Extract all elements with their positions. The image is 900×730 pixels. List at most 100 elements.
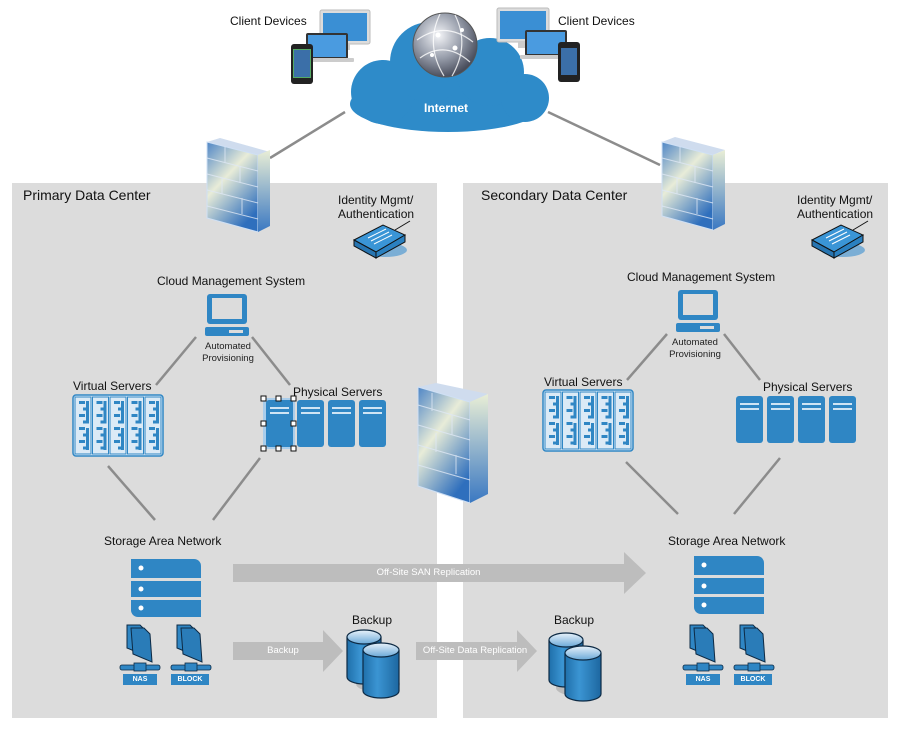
blade-slot xyxy=(619,396,625,399)
cms-to-physical-line-secondary xyxy=(723,333,761,381)
identity-label-primary-line1: Identity Mgmt/ xyxy=(338,193,414,207)
selection-handles xyxy=(260,395,297,452)
blade-slot xyxy=(549,396,555,399)
cms-label-secondary: Cloud Management System xyxy=(627,270,776,284)
blade-slot xyxy=(619,409,625,412)
blade-rail xyxy=(626,396,629,418)
nas-tag-secondary: NAS xyxy=(686,674,720,685)
server-slot xyxy=(270,407,289,409)
physical-server-unit xyxy=(266,400,293,447)
server-slot xyxy=(301,412,320,414)
blade-slot xyxy=(584,422,590,425)
blade-rail xyxy=(138,428,142,450)
blade-slot xyxy=(584,409,590,412)
firewall-primary-icon xyxy=(206,138,270,233)
cms-to-virtual-line-primary xyxy=(155,336,197,386)
physical-to-san-line-secondary xyxy=(733,457,781,515)
server-slot xyxy=(301,407,320,409)
blade-slot xyxy=(619,422,625,425)
physical-server-unit xyxy=(359,400,386,447)
backup-cylinders-primary-icon xyxy=(346,629,400,699)
san-label-primary: Storage Area Network xyxy=(104,534,222,548)
secondary-data-center-panel xyxy=(463,183,888,718)
server-slot xyxy=(740,408,759,410)
blade-slot xyxy=(79,414,85,417)
blade-rail xyxy=(121,401,124,423)
blade-slot xyxy=(96,401,103,404)
server-slot xyxy=(332,412,351,414)
provisioning-line2: Provisioning xyxy=(669,349,721,360)
blade-slot xyxy=(566,422,573,425)
cms-monitor-primary-icon xyxy=(205,294,249,336)
virtual-servers-label-primary: Virtual Servers xyxy=(73,379,152,393)
nas-tag-primary: NAS xyxy=(123,674,157,685)
internet-to-primary-firewall-line xyxy=(269,110,346,160)
blade-rail xyxy=(626,423,629,445)
server-slot xyxy=(332,407,351,409)
san-stack-primary-icon xyxy=(131,559,201,617)
client-devices-right-icon xyxy=(496,7,580,82)
san-label-secondary: Storage Area Network xyxy=(668,534,786,548)
primary-data-center-title: Primary Data Center xyxy=(23,187,151,203)
blade-slot xyxy=(79,440,85,443)
blade-slot xyxy=(114,401,120,404)
blade-rail xyxy=(86,401,89,423)
server-slot xyxy=(833,403,852,405)
blade-slot xyxy=(549,422,555,425)
blade-rail xyxy=(121,428,124,450)
blade-rail xyxy=(138,401,142,423)
identity-label-secondary-line1: Identity Mgmt/ xyxy=(797,193,873,207)
blade-slot xyxy=(566,396,573,399)
physical-server-unit xyxy=(829,396,856,443)
identity-device-secondary-icon xyxy=(810,220,869,259)
blade-slot xyxy=(149,440,155,443)
virtual-to-san-line-secondary xyxy=(625,461,679,515)
server-slot xyxy=(771,403,790,405)
blade-slot xyxy=(601,396,608,399)
identity-label-primary-line2: Authentication xyxy=(338,207,415,221)
blade-slot xyxy=(549,409,555,412)
blade-slot xyxy=(96,440,103,443)
blade-rail xyxy=(573,396,577,418)
blade-slot xyxy=(114,427,120,430)
blade-rail xyxy=(156,428,159,450)
identity-device-primary-icon xyxy=(352,220,411,259)
provisioning-line2: Provisioning xyxy=(202,353,254,364)
blade-slot xyxy=(131,440,138,443)
internet-label: Internet xyxy=(424,101,469,115)
blade-rail xyxy=(556,396,559,418)
backup-arrow-label: Backup xyxy=(267,645,299,656)
physical-servers-secondary-icon xyxy=(736,396,856,443)
blade-slot xyxy=(114,414,120,417)
blade-slot xyxy=(619,435,625,438)
blade-slot xyxy=(149,414,155,417)
cms-to-virtual-line-secondary xyxy=(626,333,668,381)
blade-slot xyxy=(131,414,138,417)
blade-slot xyxy=(114,440,120,443)
server-slot xyxy=(740,403,759,405)
block-folder-secondary-icon xyxy=(733,624,775,672)
internet-to-secondary-firewall-line xyxy=(547,110,661,167)
backup-cylinders-secondary-icon xyxy=(548,632,602,702)
server-slot xyxy=(270,412,289,414)
blade-slot xyxy=(601,409,608,412)
client-devices-left-icon xyxy=(291,9,371,84)
provisioning-line1: Automated xyxy=(205,341,251,352)
blade-rail xyxy=(591,423,594,445)
blade-rail xyxy=(86,428,89,450)
blade-slot xyxy=(601,422,608,425)
cms-monitor-secondary-icon xyxy=(676,290,720,332)
cms-to-physical-line-primary xyxy=(251,336,291,386)
provisioning-label-secondary: Automated Provisioning xyxy=(665,337,725,361)
server-slot xyxy=(802,408,821,410)
firewall-secondary-icon xyxy=(661,137,725,231)
nas-folder-primary-icon xyxy=(119,624,161,672)
blade-rail xyxy=(573,423,577,445)
physical-server-unit xyxy=(767,396,794,443)
backup-label-primary: Backup xyxy=(352,613,393,627)
physical-to-san-line-primary xyxy=(212,457,261,521)
virtual-servers-label-secondary: Virtual Servers xyxy=(544,375,623,389)
blade-slot xyxy=(584,396,590,399)
blade-rail xyxy=(103,428,107,450)
